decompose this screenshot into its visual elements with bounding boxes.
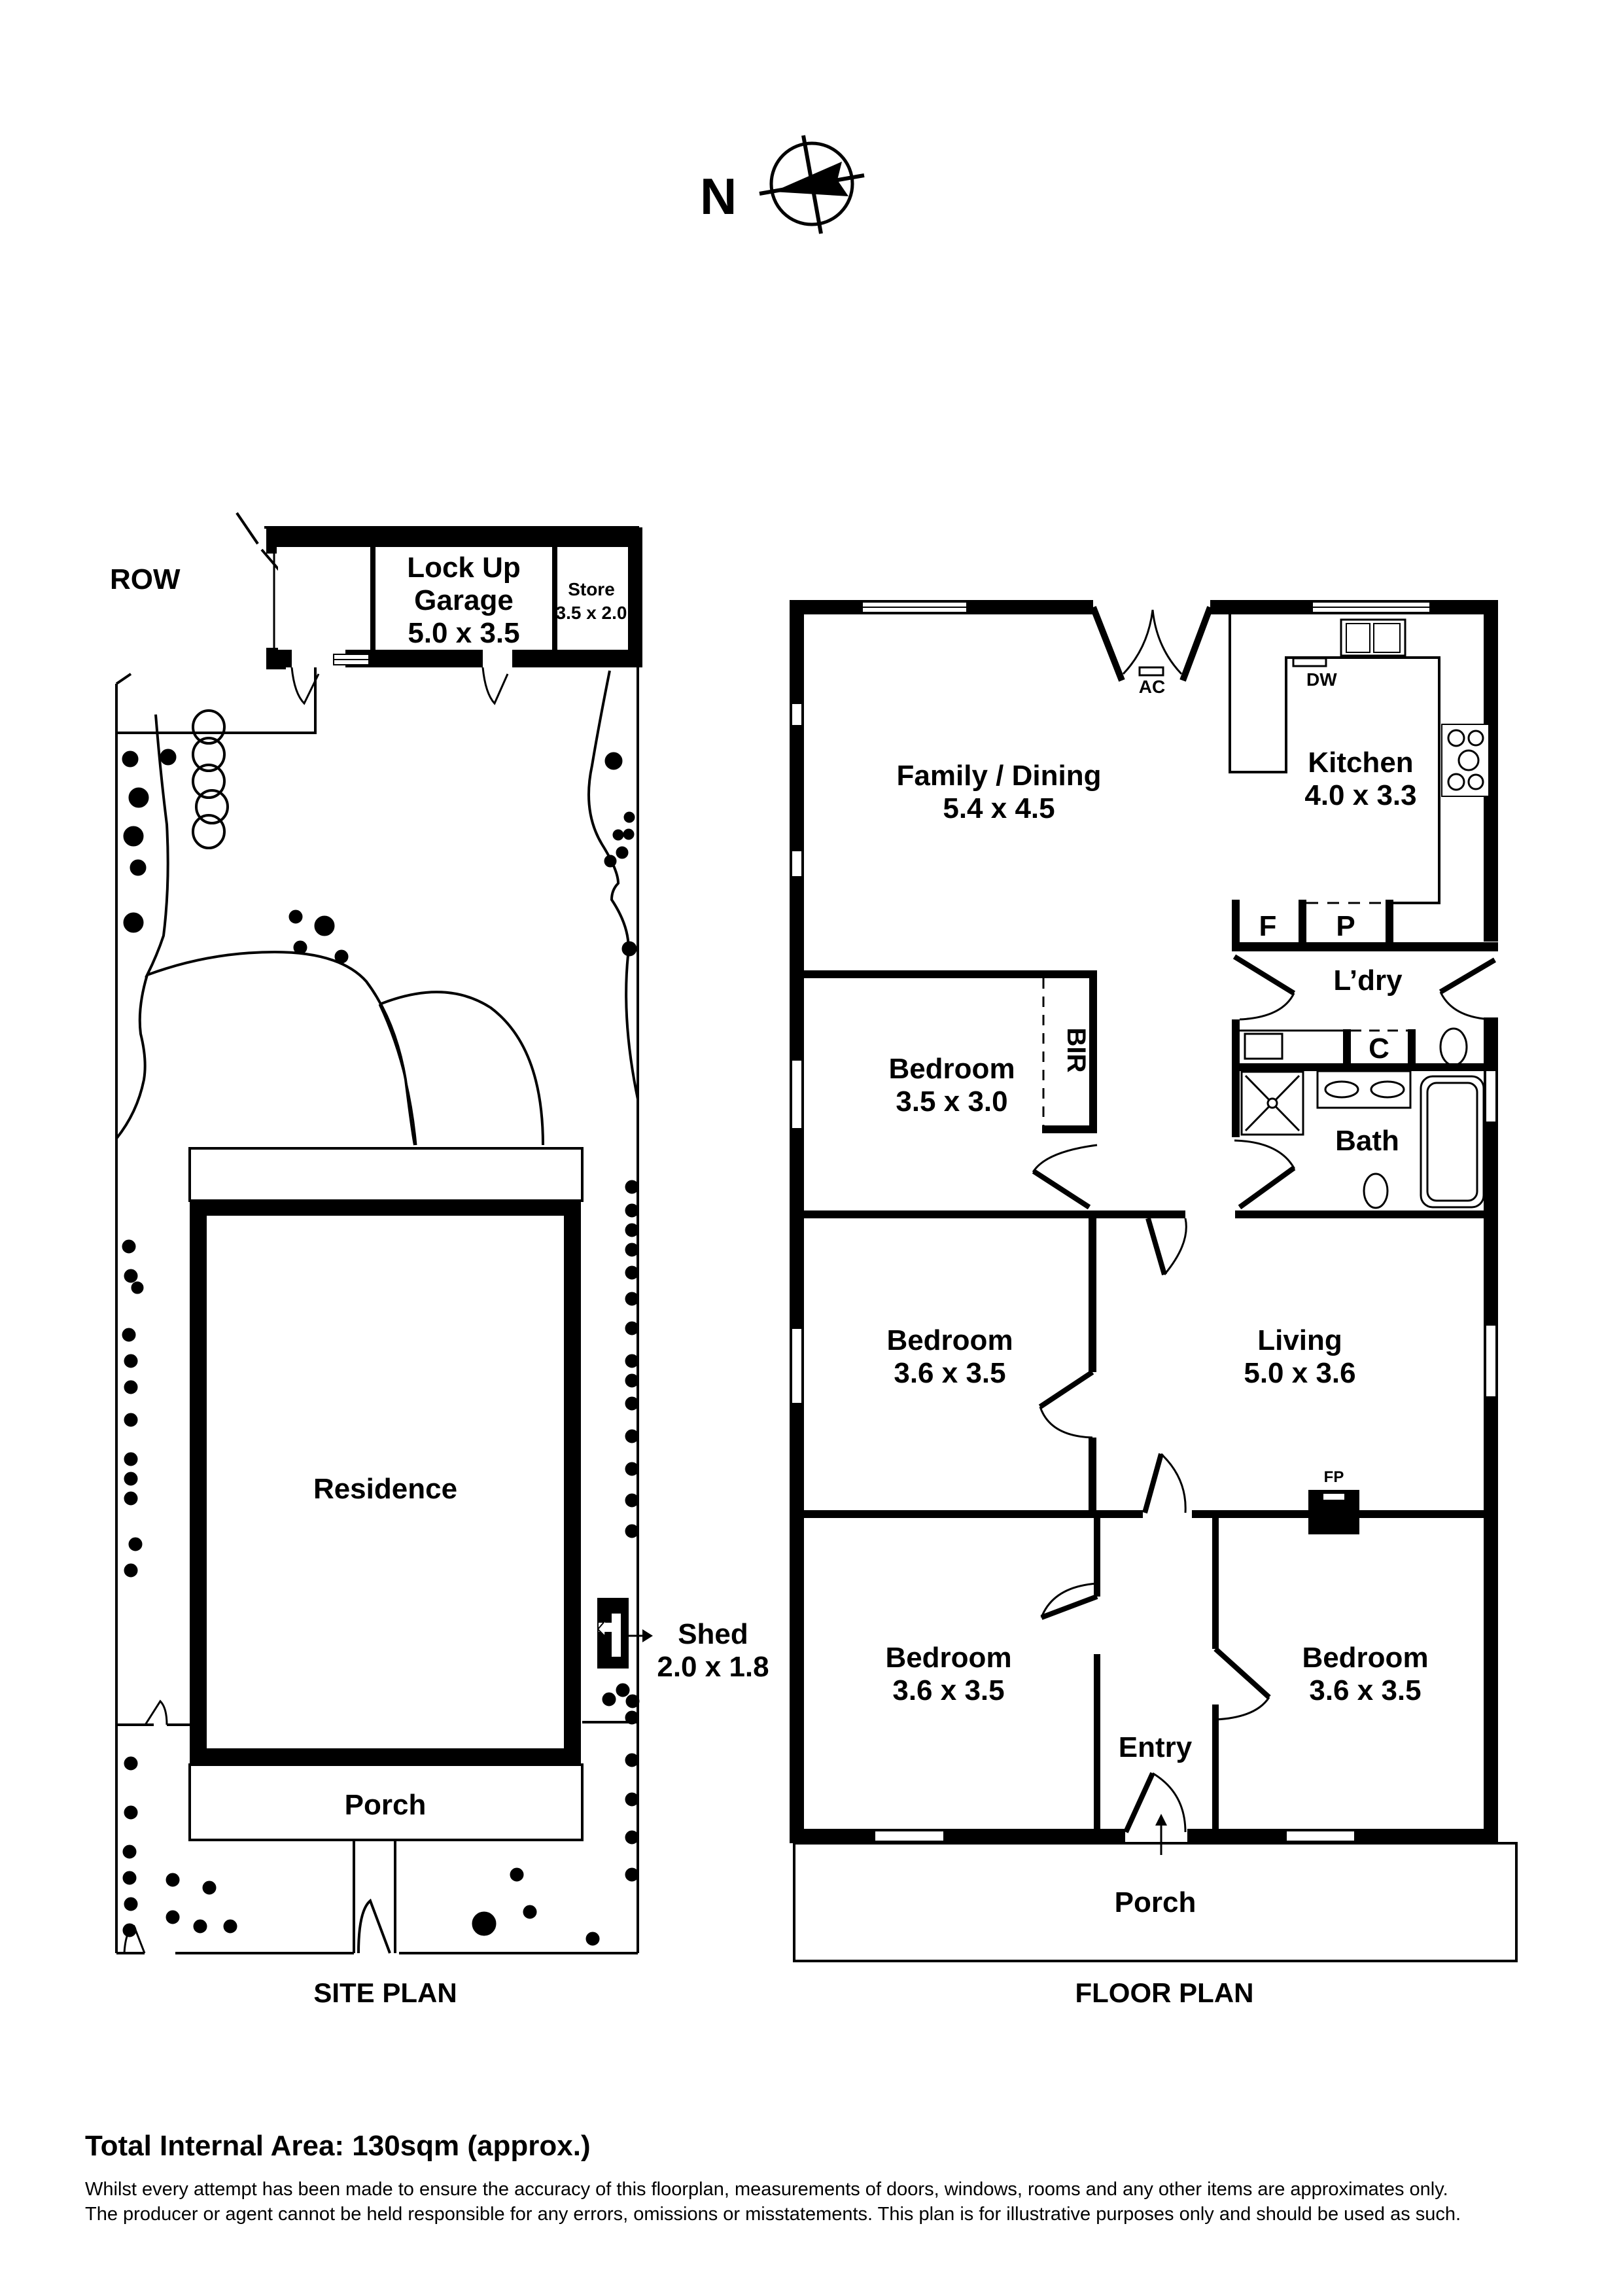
entry-label: Entry bbox=[1119, 1731, 1193, 1763]
family-dining-dims: 5.4 x 4.5 bbox=[943, 792, 1055, 824]
garage-label-line1: Lock Up bbox=[407, 552, 521, 584]
bath-label: Bath bbox=[1335, 1125, 1399, 1157]
cupboard-label: C bbox=[1369, 1033, 1389, 1065]
bedroom-mid-dims: 3.6 x 3.5 bbox=[894, 1357, 1005, 1389]
bedroom-front-right-dims: 3.6 x 3.5 bbox=[1309, 1674, 1421, 1706]
bir-label: BIR bbox=[1062, 1028, 1091, 1073]
bedroom-mid-label: Bedroom bbox=[886, 1324, 1013, 1356]
bedroom-bir-label: Bedroom bbox=[888, 1053, 1015, 1085]
tree-icons bbox=[122, 749, 640, 1946]
dw-label: DW bbox=[1306, 669, 1337, 690]
cooktop-icon bbox=[1447, 729, 1484, 791]
site-porch-label: Porch bbox=[345, 1789, 427, 1821]
bedroom-front-right-label: Bedroom bbox=[1302, 1642, 1428, 1674]
bedroom-bir-dims: 3.5 x 3.0 bbox=[896, 1086, 1007, 1118]
row-label: ROW bbox=[110, 563, 181, 595]
residence-label: Residence bbox=[313, 1473, 457, 1505]
floor-porch-label: Porch bbox=[1115, 1886, 1196, 1918]
pantry-label: P bbox=[1336, 910, 1355, 942]
fireplace-label: FP bbox=[1324, 1468, 1344, 1486]
kitchen-dims: 4.0 x 3.3 bbox=[1304, 779, 1416, 811]
fridge-label: F bbox=[1259, 910, 1277, 942]
floor-plan: AC DW Kitchen 4.0 x 3.3 F P L’dry bbox=[790, 600, 1518, 2008]
total-internal-area: Total Internal Area: 130sqm (approx.) bbox=[85, 2130, 591, 2162]
living-dims: 5.0 x 3.6 bbox=[1244, 1357, 1355, 1389]
shed-dims: 2.0 x 1.8 bbox=[657, 1651, 769, 1683]
floor-plan-title: FLOOR PLAN bbox=[1075, 1977, 1254, 2008]
store-label: Store bbox=[568, 579, 615, 599]
north-arrow-compass-icon: N bbox=[700, 135, 865, 234]
disclaimer-line-2: The producer or agent cannot be held res… bbox=[85, 2204, 1461, 2225]
garage-label-line2: Garage bbox=[414, 584, 514, 616]
disclaimer-line-1: Whilst every attempt has been made to en… bbox=[85, 2179, 1448, 2200]
shed-label: Shed bbox=[678, 1618, 748, 1650]
kitchen-label: Kitchen bbox=[1308, 747, 1413, 779]
living-label: Living bbox=[1257, 1324, 1342, 1356]
bedroom-front-left-label: Bedroom bbox=[885, 1642, 1011, 1674]
compass-label: N bbox=[700, 168, 737, 225]
family-dining-label: Family / Dining bbox=[897, 760, 1102, 792]
site-plan-title: SITE PLAN bbox=[313, 1977, 457, 2008]
garage-dims: 5.0 x 3.5 bbox=[408, 617, 519, 649]
ac-label: AC bbox=[1139, 677, 1165, 697]
store-dims: 3.5 x 2.0 bbox=[556, 603, 627, 623]
site-plan: ROW Lock Up Garage 5.0 x 3.5 Store 3.5 x… bbox=[110, 512, 769, 2008]
laundry-label: L’dry bbox=[1333, 964, 1403, 997]
bedroom-front-left-dims: 3.6 x 3.5 bbox=[892, 1674, 1004, 1706]
